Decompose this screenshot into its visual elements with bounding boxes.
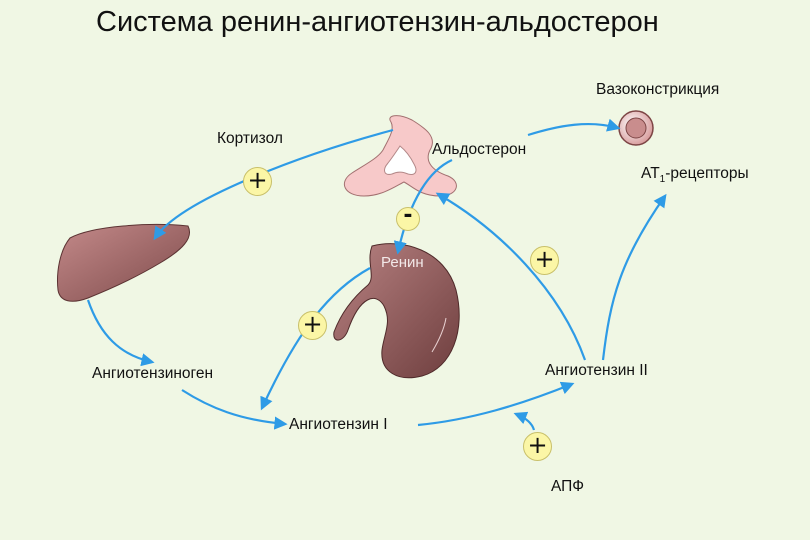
label-angiotensinogen: Ангиотензиноген xyxy=(92,365,214,382)
plus-sign-angiotensin-2: + xyxy=(530,246,559,275)
arrow-aldosterone-to-vasoconstriction xyxy=(527,118,621,137)
plus-sign-ace: + xyxy=(523,432,552,461)
label-cortisol: Кортизол xyxy=(217,130,283,147)
label-at1-subscript: 1 xyxy=(659,174,666,186)
label-angiotensin-1: Ангиотензин I xyxy=(289,416,388,433)
label-at1-suffix: -рецепторы xyxy=(665,165,749,182)
arrow-angiotensin2-to-at1 xyxy=(601,193,667,361)
label-at1-receptors: AT1-рецепторы xyxy=(641,165,749,185)
label-at1-prefix: AT xyxy=(641,165,660,182)
blood-vessel-lumen-icon xyxy=(625,117,647,139)
minus-sign-aldosterone: - xyxy=(396,205,420,231)
arrow-angiotensin2-to-adrenal xyxy=(435,192,587,361)
arrow-angiotensin1-to-angiotensin2 xyxy=(417,381,575,427)
kidney-highlight xyxy=(431,317,447,353)
label-angiotensin-2: Ангиотензин II xyxy=(545,362,648,379)
plus-sign-cortisol: + xyxy=(243,167,272,196)
label-vasoconstriction: Вазоконстрикция xyxy=(596,81,720,98)
label-aldosterone: Альдостерон xyxy=(432,141,527,158)
plus-sign-renin: + xyxy=(298,311,327,340)
page-title: Система ренин-ангиотензин-альдостерон xyxy=(96,6,659,38)
adrenal-medulla-icon xyxy=(384,145,417,175)
arrow-angiotensinogen-to-angiotensin1 xyxy=(181,389,288,430)
arrow-ace-to-conversion xyxy=(513,411,536,431)
kidney-icon xyxy=(333,243,460,379)
arrow-liver-to-angiotensinogen xyxy=(86,299,155,367)
liver-icon xyxy=(57,224,190,302)
label-renin: Ренин xyxy=(381,254,424,271)
arrow-aldosterone-inhibits-renin xyxy=(393,158,453,255)
label-ace: АПФ xyxy=(551,478,585,495)
